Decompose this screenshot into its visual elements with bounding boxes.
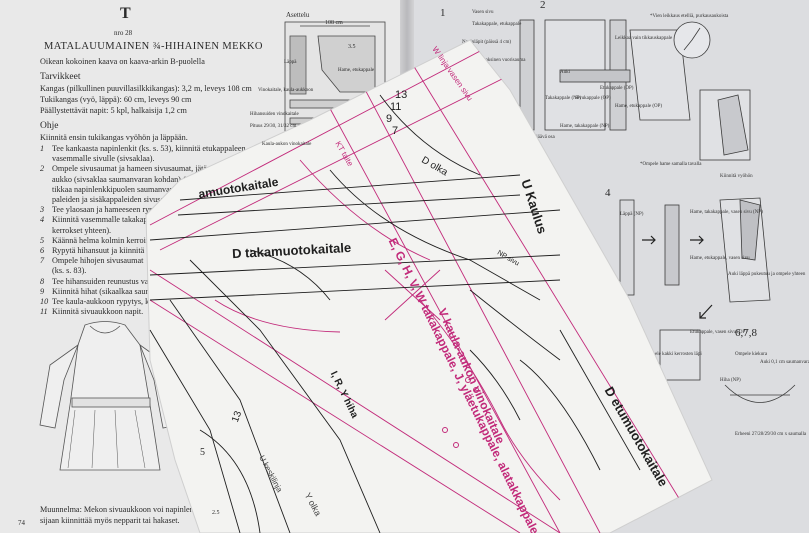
- diagram-label: Etukappale, vasen sivu (OP): [690, 330, 747, 335]
- step-text: (ks. s. 83).: [52, 266, 87, 276]
- magenta-pattern-lines: [149, 40, 681, 533]
- variation-line: Muunnelma: Mekon sivuaukkoon voi napinle…: [40, 505, 212, 514]
- step-text: Kiinnitä sivuaukkoon napit.: [52, 307, 144, 317]
- size-number: 9: [386, 113, 393, 125]
- step-number: 3: [40, 205, 45, 215]
- diagram-label: Etukappale (OP): [600, 86, 634, 91]
- diagram-label: Takakappale, etukappale: [472, 22, 522, 27]
- step-text: Tee ylaosaan ja hameeseen rypytys, kiinn…: [52, 205, 217, 215]
- page-title: MATALAUUMAINEN ¾-HIHAINEN MEKKO: [44, 41, 263, 52]
- layout-label: Hihansuiden vinokaitale: [250, 112, 299, 117]
- step-number: 5: [40, 235, 45, 245]
- layout-label: Läppä: [284, 60, 297, 65]
- step-number: 8: [40, 276, 45, 286]
- step-text: tikkaa napinlenkkipuolen saumanvarat kii…: [52, 184, 262, 194]
- step-text: Tee kaula-aukkoon rypytys, kiinnitä: [52, 297, 171, 306]
- intro-text: Oikean kokoinen kaava on kaava-arkin B-p…: [40, 57, 205, 66]
- arrows: [642, 235, 713, 319]
- diagram-label: Kolmiokerroksinen vuorisauma: [462, 58, 526, 63]
- layout-label: Hame, etukappale: [338, 68, 375, 73]
- step-number: 7: [40, 256, 45, 266]
- layout-label: Vinokaitale, kaula-aukkoon: [258, 88, 314, 93]
- diagram-label: Hame, takakappale, vasen sivu (NP): [690, 210, 763, 215]
- black-pattern-lines: [149, 94, 641, 533]
- step-text: Ompele hihojen sivusaumat: [52, 256, 144, 266]
- step-text: Kiinnitä vasemmalle takakappaleen sivuun…: [52, 215, 199, 225]
- diagram-label: Hame, etukappale (OP): [615, 104, 663, 109]
- diagram-label: Auki: [560, 70, 570, 75]
- pattern-letter: T: [120, 5, 131, 22]
- step-number: 11: [40, 307, 48, 317]
- step-text: Tee kankaasta napinlenkit (ks. s. 53), k…: [52, 144, 246, 153]
- diagram-label: Ompele kiekura: [735, 352, 768, 357]
- step-number: 6,7,8: [735, 327, 757, 339]
- step-text: Rypytä hihansuut ja kiinnitä: [52, 246, 145, 255]
- step-text: Käännä helma kolmin kerroin ja: [52, 235, 158, 245]
- step-text: paleiden ja sisäkappaleiden sivusaumat y…: [52, 195, 207, 204]
- layout-label: Pituus 29/30, 31/32 cm: [250, 124, 297, 129]
- step-number: 1: [440, 7, 446, 19]
- step-number: 2: [540, 0, 546, 11]
- supply-line: Tukikangas (vyö, läppä): 60 cm, leveys 9…: [40, 95, 192, 104]
- step-text: Ompele sivusaumat ja hameen sivusaumat, …: [52, 164, 274, 174]
- step-number: 4: [40, 215, 45, 225]
- diagram-label: Vasen sivu: [472, 10, 494, 15]
- diagram-label: Auki jäävä osa: [525, 135, 555, 140]
- diagram-label: Napinläpit (päissä 4 cm): [462, 40, 512, 45]
- page-number: 74: [18, 519, 25, 527]
- instructions-heading: Ohje: [40, 121, 59, 131]
- variation-line: sijaan kiinnittää myös nepparit tai haka…: [40, 516, 180, 525]
- size-number: 13: [395, 89, 408, 101]
- construction-diagrams: [519, 19, 796, 403]
- step-number: 6: [40, 246, 45, 255]
- diagram-label: *Ompele hame samalla tavalla: [640, 162, 702, 167]
- layout-dim: 3.5: [348, 44, 356, 50]
- step-text: Tee hihansuiden reunustus valmiiksi: [52, 276, 172, 286]
- diagram-label: Ompele kakki kerrosten läpi: [645, 352, 702, 357]
- bottom-dim: 2.5: [212, 510, 220, 516]
- size-number: 7: [392, 125, 399, 137]
- step-text: aukko (sivsaklaa saumanvaran kohdan) (va…: [52, 174, 306, 184]
- step-number: 5: [200, 447, 205, 458]
- supply-line: Päällystettävät napit: 5 kpl, halkaisija…: [40, 106, 187, 115]
- step-number: 1: [40, 144, 45, 153]
- pattern-number: nro 28: [114, 29, 133, 37]
- diagram-label: Sivukappale (OP): [575, 96, 611, 101]
- diagram-label: Kiinnitä vyöhön: [720, 174, 753, 179]
- diagram-label: Hiha (NP): [720, 378, 741, 383]
- size-number: 11: [390, 101, 402, 113]
- diagram-label: Auki läppä pukeutuu ja ompele yhteen: [728, 272, 806, 277]
- step-number: 9: [40, 286, 45, 296]
- supplies-heading: Tarvikkeet: [40, 72, 81, 82]
- layout-label: Kaula-aukon vinokaitale: [262, 142, 312, 147]
- diagram-label: Leikkaa vain tikkauskappale: [615, 36, 673, 41]
- step-text: Kiinnitä hihat (sikaalkaa saumanv: [52, 286, 164, 296]
- supply-line: Kangas (pilkullinen puuvillasilkkikangas…: [40, 84, 252, 93]
- step-number: 4: [605, 187, 611, 199]
- instructions-intro: Kiinnitä ensin tukikangas vyöhön ja läpp…: [40, 133, 188, 142]
- pattern-notch-circles: [442, 377, 479, 448]
- step-number: 2: [40, 164, 45, 174]
- layout-width: 108 cm: [325, 20, 343, 26]
- step-text: kerrokset yhteen).: [52, 225, 112, 235]
- diagram-label: Erheeni 27/28/29/30 cm x saumalla: [735, 432, 807, 437]
- diagram-label: Hame, takakappale (NP): [560, 124, 610, 129]
- diagram-label: Hame, etukappale, vasen sivu: [690, 256, 750, 261]
- diagram-label: *Vien leikkaus etelliä, purkausaukoista: [650, 14, 729, 19]
- diagram-label: Takakappale (NP): [545, 96, 582, 101]
- layout-heading: Asettelu: [286, 11, 310, 19]
- diagram-label: Auki 0,1 cm saumanvarauksesta: [760, 360, 809, 365]
- step-text: vasemmalle sivulle (sivsaklaa).: [52, 154, 155, 164]
- diagram-label: Läppä (NP): [620, 212, 644, 217]
- step-number: 10: [40, 297, 49, 306]
